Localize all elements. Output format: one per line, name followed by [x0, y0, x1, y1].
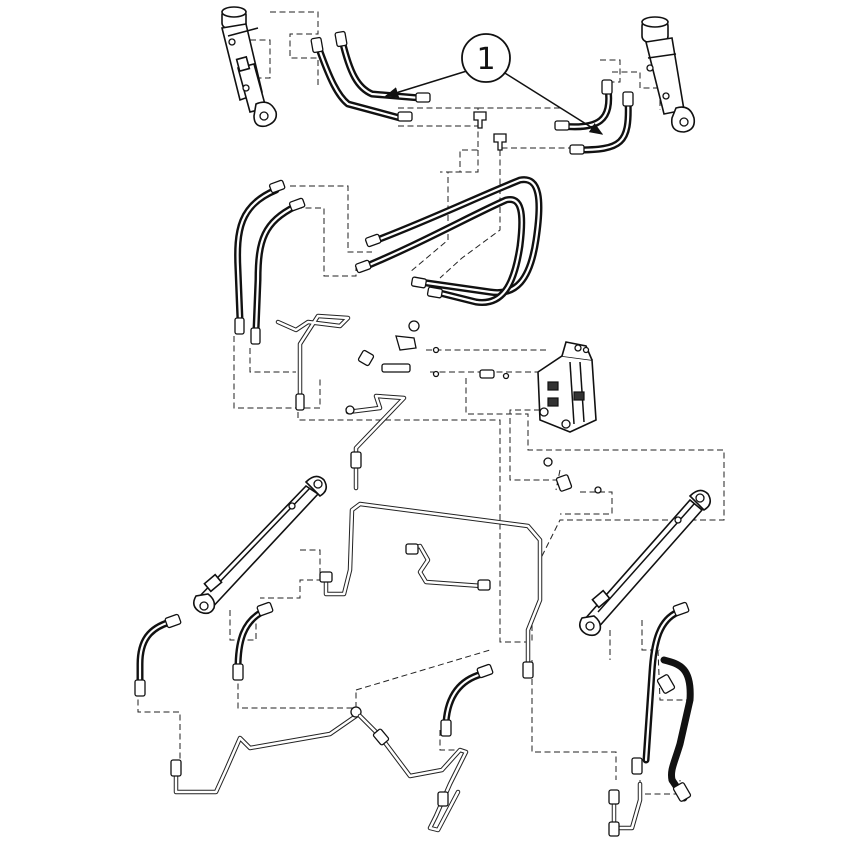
rigid-tubes-center [319, 501, 543, 679]
top-right-cylinder [641, 16, 696, 133]
callout-1: 1 [384, 33, 604, 135]
top-left-cylinder [221, 6, 278, 128]
dashed-connection-lines [137, 11, 725, 795]
top-hoses [310, 30, 634, 155]
bent-tubes-upper [275, 313, 407, 491]
bent-tubes-bottom [170, 706, 643, 837]
callout-1-label: 1 [476, 42, 495, 77]
middle-hoses [234, 176, 543, 345]
lower-left-cylinder [192, 475, 328, 615]
control-valve-area [357, 320, 602, 494]
lower-hoses [134, 601, 694, 802]
lower-right-cylinder [578, 489, 712, 637]
